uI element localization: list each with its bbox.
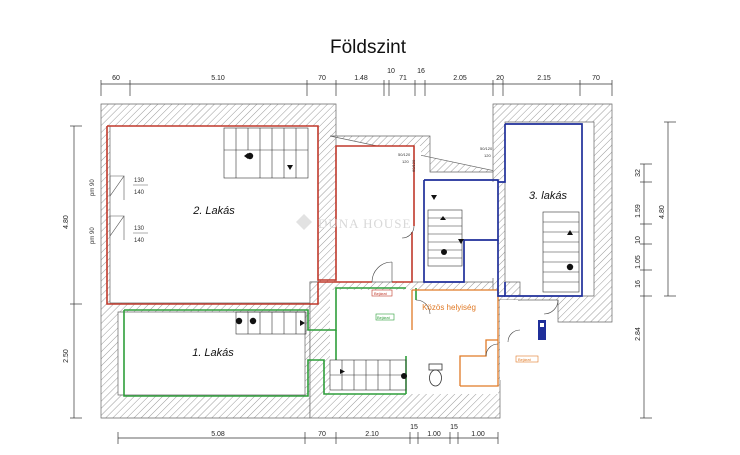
apartment-2-outline <box>106 125 415 305</box>
plan-title: Földszint <box>330 37 407 58</box>
window-note: pm 90 <box>90 179 96 196</box>
dim-bottom-6: 15 <box>450 424 458 431</box>
dim-top-5: 10 <box>387 68 395 75</box>
top-dimension-line <box>100 80 613 96</box>
apartment-1-outline <box>123 287 417 397</box>
top-dimension-labels: 60 5.10 70 1.48 10 71 16 2.05 20 2.15 70 <box>112 68 600 82</box>
bottom-dimension-line <box>117 432 499 444</box>
right-dimension-line <box>640 121 676 419</box>
dim-top-8: 2.05 <box>453 75 467 82</box>
right-dimension-labels: 32 1.59 10 1.05 16 2.84 4.80 <box>635 169 666 341</box>
entrance-sign-label: Bejárat <box>374 291 388 296</box>
stair-start-dot <box>249 317 257 325</box>
dim-right-2: 1.59 <box>635 204 642 218</box>
windows-apartment-2 <box>109 175 125 240</box>
building-walls <box>100 103 613 419</box>
stair-start-dot <box>246 152 254 160</box>
stair-start-dot <box>441 249 447 255</box>
dim-bottom-5: 1.00 <box>427 431 441 438</box>
stairs-middle <box>427 209 463 267</box>
room-label-apartment-2: 2. Lakás <box>192 205 235 217</box>
dim-top-1: 60 <box>112 75 120 82</box>
dim-right-4: 1.05 <box>635 255 642 269</box>
room-label-apartment-3: 3. lakás <box>529 190 567 202</box>
window-width: 130 <box>134 226 145 232</box>
dim-top-4: 1.48 <box>354 75 368 82</box>
dim-right-1: 32 <box>635 169 642 177</box>
stairs-apartment-3 <box>542 211 580 293</box>
window-labels: 130 140 130 140 pm 90 pm 90 <box>90 178 148 244</box>
watermark: DUNA HOUSE <box>296 214 411 231</box>
stair-start-dot <box>566 263 574 271</box>
dim-top-6: 71 <box>399 75 407 82</box>
entrance-sign-label: Bejárat <box>377 315 391 320</box>
dim-top-11: 70 <box>592 75 600 82</box>
entrance-sign-label: Bejárat <box>518 357 532 362</box>
stair-markers <box>235 152 574 379</box>
entrance-sign: Bejárat <box>515 355 539 363</box>
stairs-apartment-2 <box>223 127 309 179</box>
door-icon <box>538 320 546 340</box>
dim-right-6: 2.84 <box>635 327 642 341</box>
stair-start-dot <box>401 373 407 379</box>
bottom-dimension-labels: 5.08 70 2.10 15 1.00 15 1.00 <box>211 424 485 438</box>
opening-label: 120 <box>484 153 491 158</box>
opening-label: 60/120 <box>411 159 416 172</box>
toilet-icon <box>428 363 443 387</box>
dim-bottom-2: 70 <box>318 431 326 438</box>
dim-right-3: 10 <box>635 236 642 244</box>
dim-bottom-3: 2.10 <box>365 431 379 438</box>
window-note: pm 90 <box>90 227 96 244</box>
dim-bottom-7: 1.00 <box>471 431 485 438</box>
opening-label: 50/120 <box>398 152 411 157</box>
dim-top-10: 2.15 <box>537 75 551 82</box>
apartment-3-outline <box>423 123 583 297</box>
opening-label: 120 <box>402 159 409 164</box>
dim-top-2: 5.10 <box>211 75 225 82</box>
opening-label: 50/120 <box>480 146 493 151</box>
entrance-sign: Bejárat <box>375 313 395 321</box>
stair-start-dot <box>235 317 243 325</box>
dim-right-5: 16 <box>635 280 642 288</box>
entrance-sign: Bejárat <box>371 289 393 297</box>
watermark-text: DUNA HOUSE <box>318 216 411 231</box>
left-dimension-line <box>70 125 82 419</box>
dim-bottom-4: 15 <box>410 424 418 431</box>
room-label-apartment-1: 1. Lakás <box>192 347 234 359</box>
opening-labels: 50/120 120 50/120 120 60/120 <box>398 146 493 172</box>
dim-bottom-1: 5.08 <box>211 431 225 438</box>
dim-left-2: 2.50 <box>63 349 70 363</box>
dim-right-total: 4.80 <box>659 205 666 219</box>
window-height: 140 <box>134 190 145 196</box>
dim-top-9: 20 <box>496 75 504 82</box>
window-height: 140 <box>134 238 145 244</box>
room-label-common: Közös helyiség <box>422 303 476 312</box>
window-width: 130 <box>134 178 145 184</box>
dim-left-1: 4.80 <box>63 215 70 229</box>
door-swings <box>371 225 559 357</box>
dim-top-3: 70 <box>318 75 326 82</box>
dim-top-7: 16 <box>417 68 425 75</box>
